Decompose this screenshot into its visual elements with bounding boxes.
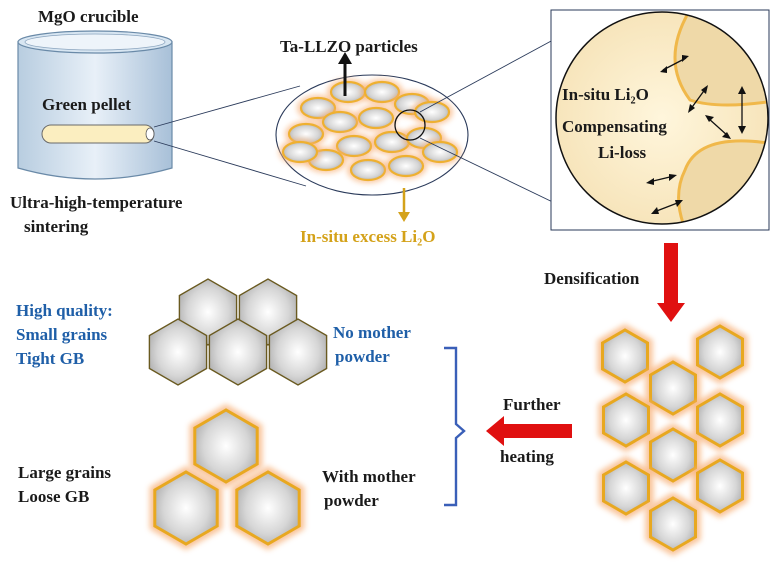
- particle: [279, 139, 321, 165]
- particle: [411, 99, 453, 125]
- mgo-crucible: [17, 30, 173, 180]
- zoom-line: [153, 140, 307, 187]
- label-excess-li2o: In-situ excess Li₂O: [300, 227, 435, 246]
- grain-hexagon: [598, 388, 654, 452]
- particle: [361, 79, 403, 105]
- dense-grain-cluster: [597, 320, 748, 556]
- label-sintering-1: Ultra-high-temperature: [10, 193, 183, 212]
- particle: [355, 105, 397, 131]
- particle: [347, 157, 389, 183]
- label-with-mother: With mother: [322, 467, 416, 486]
- label-heating: heating: [500, 447, 554, 466]
- grain-hexagon: [268, 318, 328, 386]
- grain-hexagon: [149, 466, 223, 550]
- grain-hexagon: [645, 356, 701, 420]
- label-particles: Ta-LLZO particles: [280, 37, 418, 56]
- label-powder-1: powder: [335, 347, 390, 366]
- label-compensating: Compensating: [562, 117, 667, 136]
- tight-grain-cluster: [148, 278, 328, 386]
- grain-hexagon: [692, 320, 748, 384]
- particle: [319, 109, 361, 135]
- grain-hexagon: [148, 318, 208, 386]
- zoom-circle: [394, 109, 426, 141]
- label-tight-gb: Tight GB: [16, 349, 84, 368]
- label-large-grains: Large grains: [18, 463, 111, 482]
- grain-hexagon: [231, 466, 305, 550]
- label-mgo-crucible: MgO crucible: [38, 7, 139, 26]
- loose-grain-cluster: [149, 404, 305, 550]
- label-densification: Densification: [544, 269, 640, 288]
- grain-hexagon: [692, 388, 748, 452]
- zoom-line: [153, 85, 301, 128]
- grain-hexagon: [645, 492, 701, 556]
- particle: [333, 133, 375, 159]
- particle: [327, 79, 369, 105]
- grain-hexagon: [189, 404, 263, 488]
- particle: [419, 139, 461, 165]
- grain-hexagon: [645, 423, 701, 487]
- heating-arrow: [486, 416, 572, 446]
- label-high-quality: High quality:: [16, 301, 113, 320]
- label-loose-gb: Loose GB: [18, 487, 89, 506]
- densification-arrow: [657, 243, 685, 322]
- grain-hexagon: [208, 318, 268, 386]
- label-powder-2: powder: [324, 491, 379, 510]
- label-further: Further: [503, 395, 561, 414]
- label-li-loss: Li-loss: [598, 143, 647, 162]
- label-small-grains: Small grains: [16, 325, 108, 344]
- grain-hexagon: [598, 456, 654, 520]
- zoomed-interface: [550, 9, 770, 231]
- label-green-pellet: Green pellet: [42, 95, 131, 114]
- grain-hexagon: [692, 454, 748, 518]
- label-insitu-li2o: In-situ Li₂O: [562, 85, 649, 104]
- particle: [385, 153, 427, 179]
- bracket: [444, 346, 466, 507]
- grain-hexagon: [597, 324, 653, 388]
- label-sintering-2: sintering: [24, 217, 89, 236]
- particle-ellipse: [275, 52, 469, 222]
- label-no-mother: No mother: [333, 323, 411, 342]
